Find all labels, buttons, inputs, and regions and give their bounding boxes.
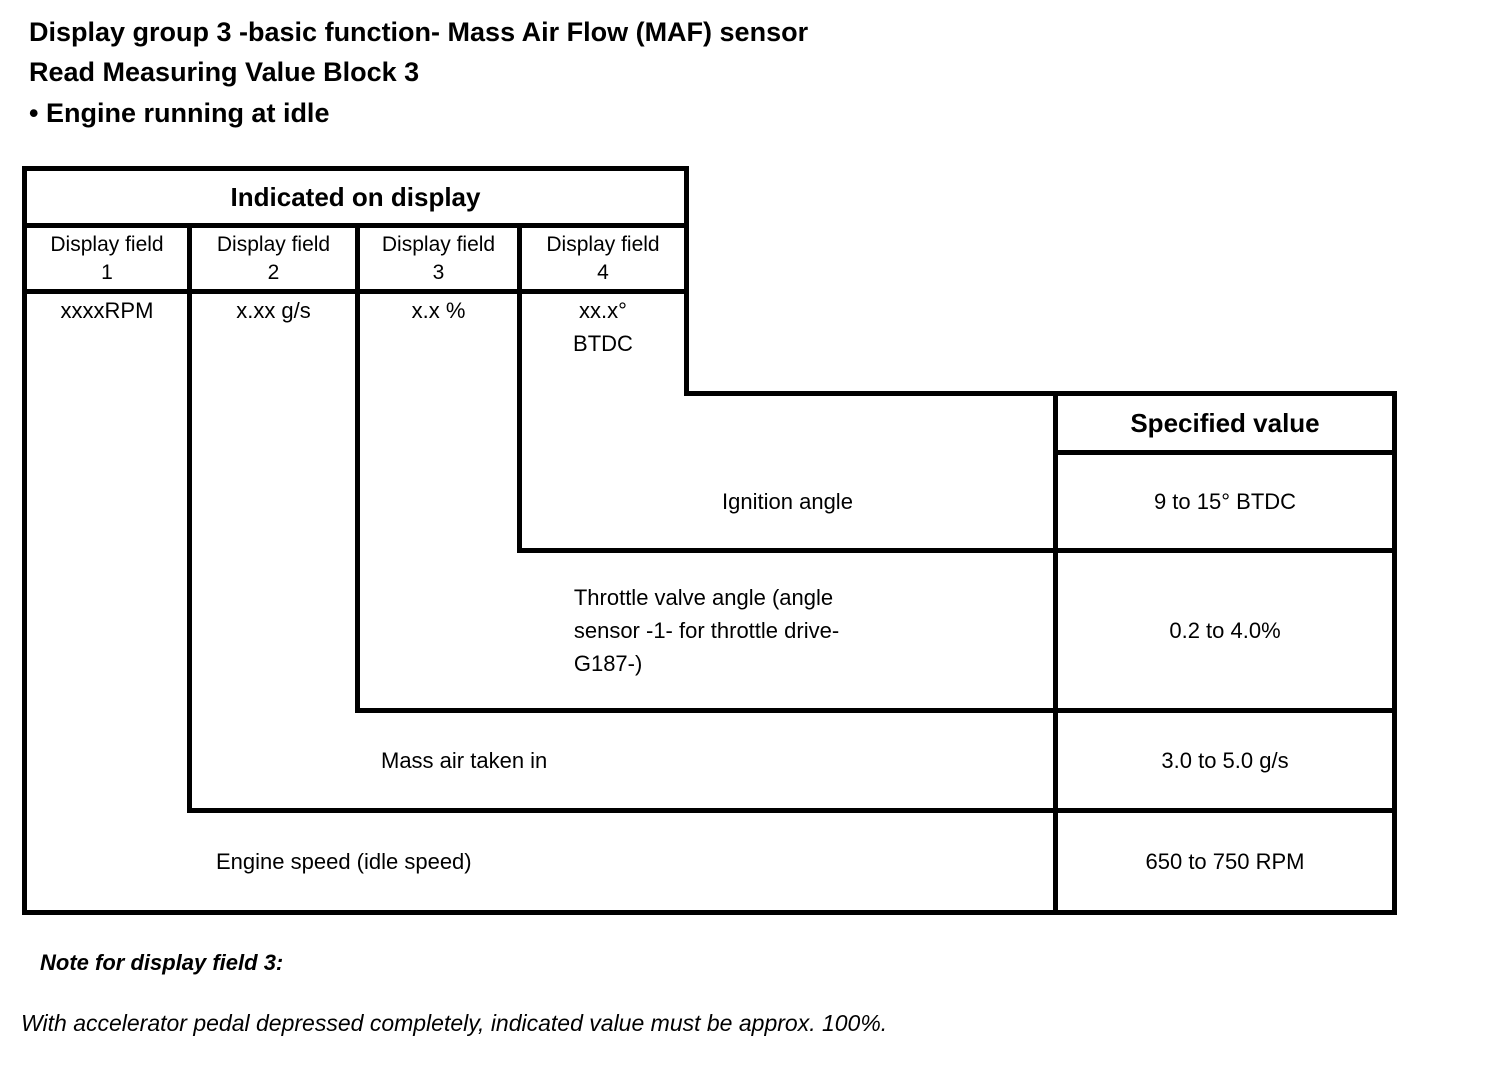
table-border-col4-right [684, 166, 689, 396]
table-divider-massair-bottom [187, 808, 1397, 813]
row-value-ignition-angle: 9 to 15° BTDC [1153, 488, 1297, 514]
table-divider-indicated-bottom [22, 223, 689, 228]
row-value-engine-speed: 650 to 750 RPM [1145, 848, 1305, 874]
table-border-top [22, 166, 689, 171]
throttle-description-text: Throttle valve angle (angle sensor -1- f… [573, 585, 840, 676]
table-divider-col1-col2 [187, 223, 192, 813]
indicated-on-display-header: Indicated on display [230, 182, 481, 212]
note-body: With accelerator pedal depressed complet… [21, 1010, 888, 1036]
page-title-line-2: Read Measuring Value Block 3 [29, 57, 420, 87]
display-field-3-header: Display field 3 [381, 232, 496, 284]
row-value-throttle-valve-angle: 0.2 to 4.0% [1169, 617, 1281, 643]
display-field-4-format: xx.x° BTDC [573, 298, 633, 356]
condition-bullet-line: • Engine running at idle [29, 98, 330, 128]
display-field-1-header: Display field 1 [50, 232, 164, 284]
table-border-step-top [684, 391, 1397, 396]
row-description-mass-air: Mass air taken in [381, 747, 548, 773]
table-divider-specified-left [1053, 391, 1058, 915]
row-value-mass-air: 3.0 to 5.0 g/s [1161, 747, 1289, 773]
table-divider-col3-col4 [517, 223, 522, 553]
specified-value-header: Specified value [1130, 408, 1320, 438]
page-title-line-1: Display group 3 -basic function- Mass Ai… [29, 17, 809, 47]
table-divider-fieldheader-bottom [22, 289, 689, 294]
row-description-engine-speed: Engine speed (idle speed) [216, 848, 472, 874]
row-description-throttle-valve-angle: Throttle valve angle (angle sensor -1- f… [360, 553, 1053, 708]
display-field-3-format: x.x % [411, 298, 466, 323]
table-divider-col2-col3 [355, 223, 360, 713]
table-border-left [22, 166, 27, 915]
table-divider-throttle-bottom [355, 708, 1397, 713]
row-description-ignition-angle: Ignition angle [722, 488, 853, 514]
display-field-2-format: x.xx g/s [236, 298, 311, 323]
display-field-2-header: Display field 2 [216, 232, 331, 284]
display-field-4-header: Display field 4 [546, 232, 660, 284]
display-field-1-format: xxxxRPM [60, 298, 154, 323]
note-title: Note for display field 3: [40, 950, 284, 975]
table-divider-ignition-bottom [517, 548, 1397, 553]
table-border-right [1392, 391, 1397, 915]
table-divider-specheader-bottom [1053, 450, 1397, 455]
table-border-bottom [22, 910, 1397, 915]
